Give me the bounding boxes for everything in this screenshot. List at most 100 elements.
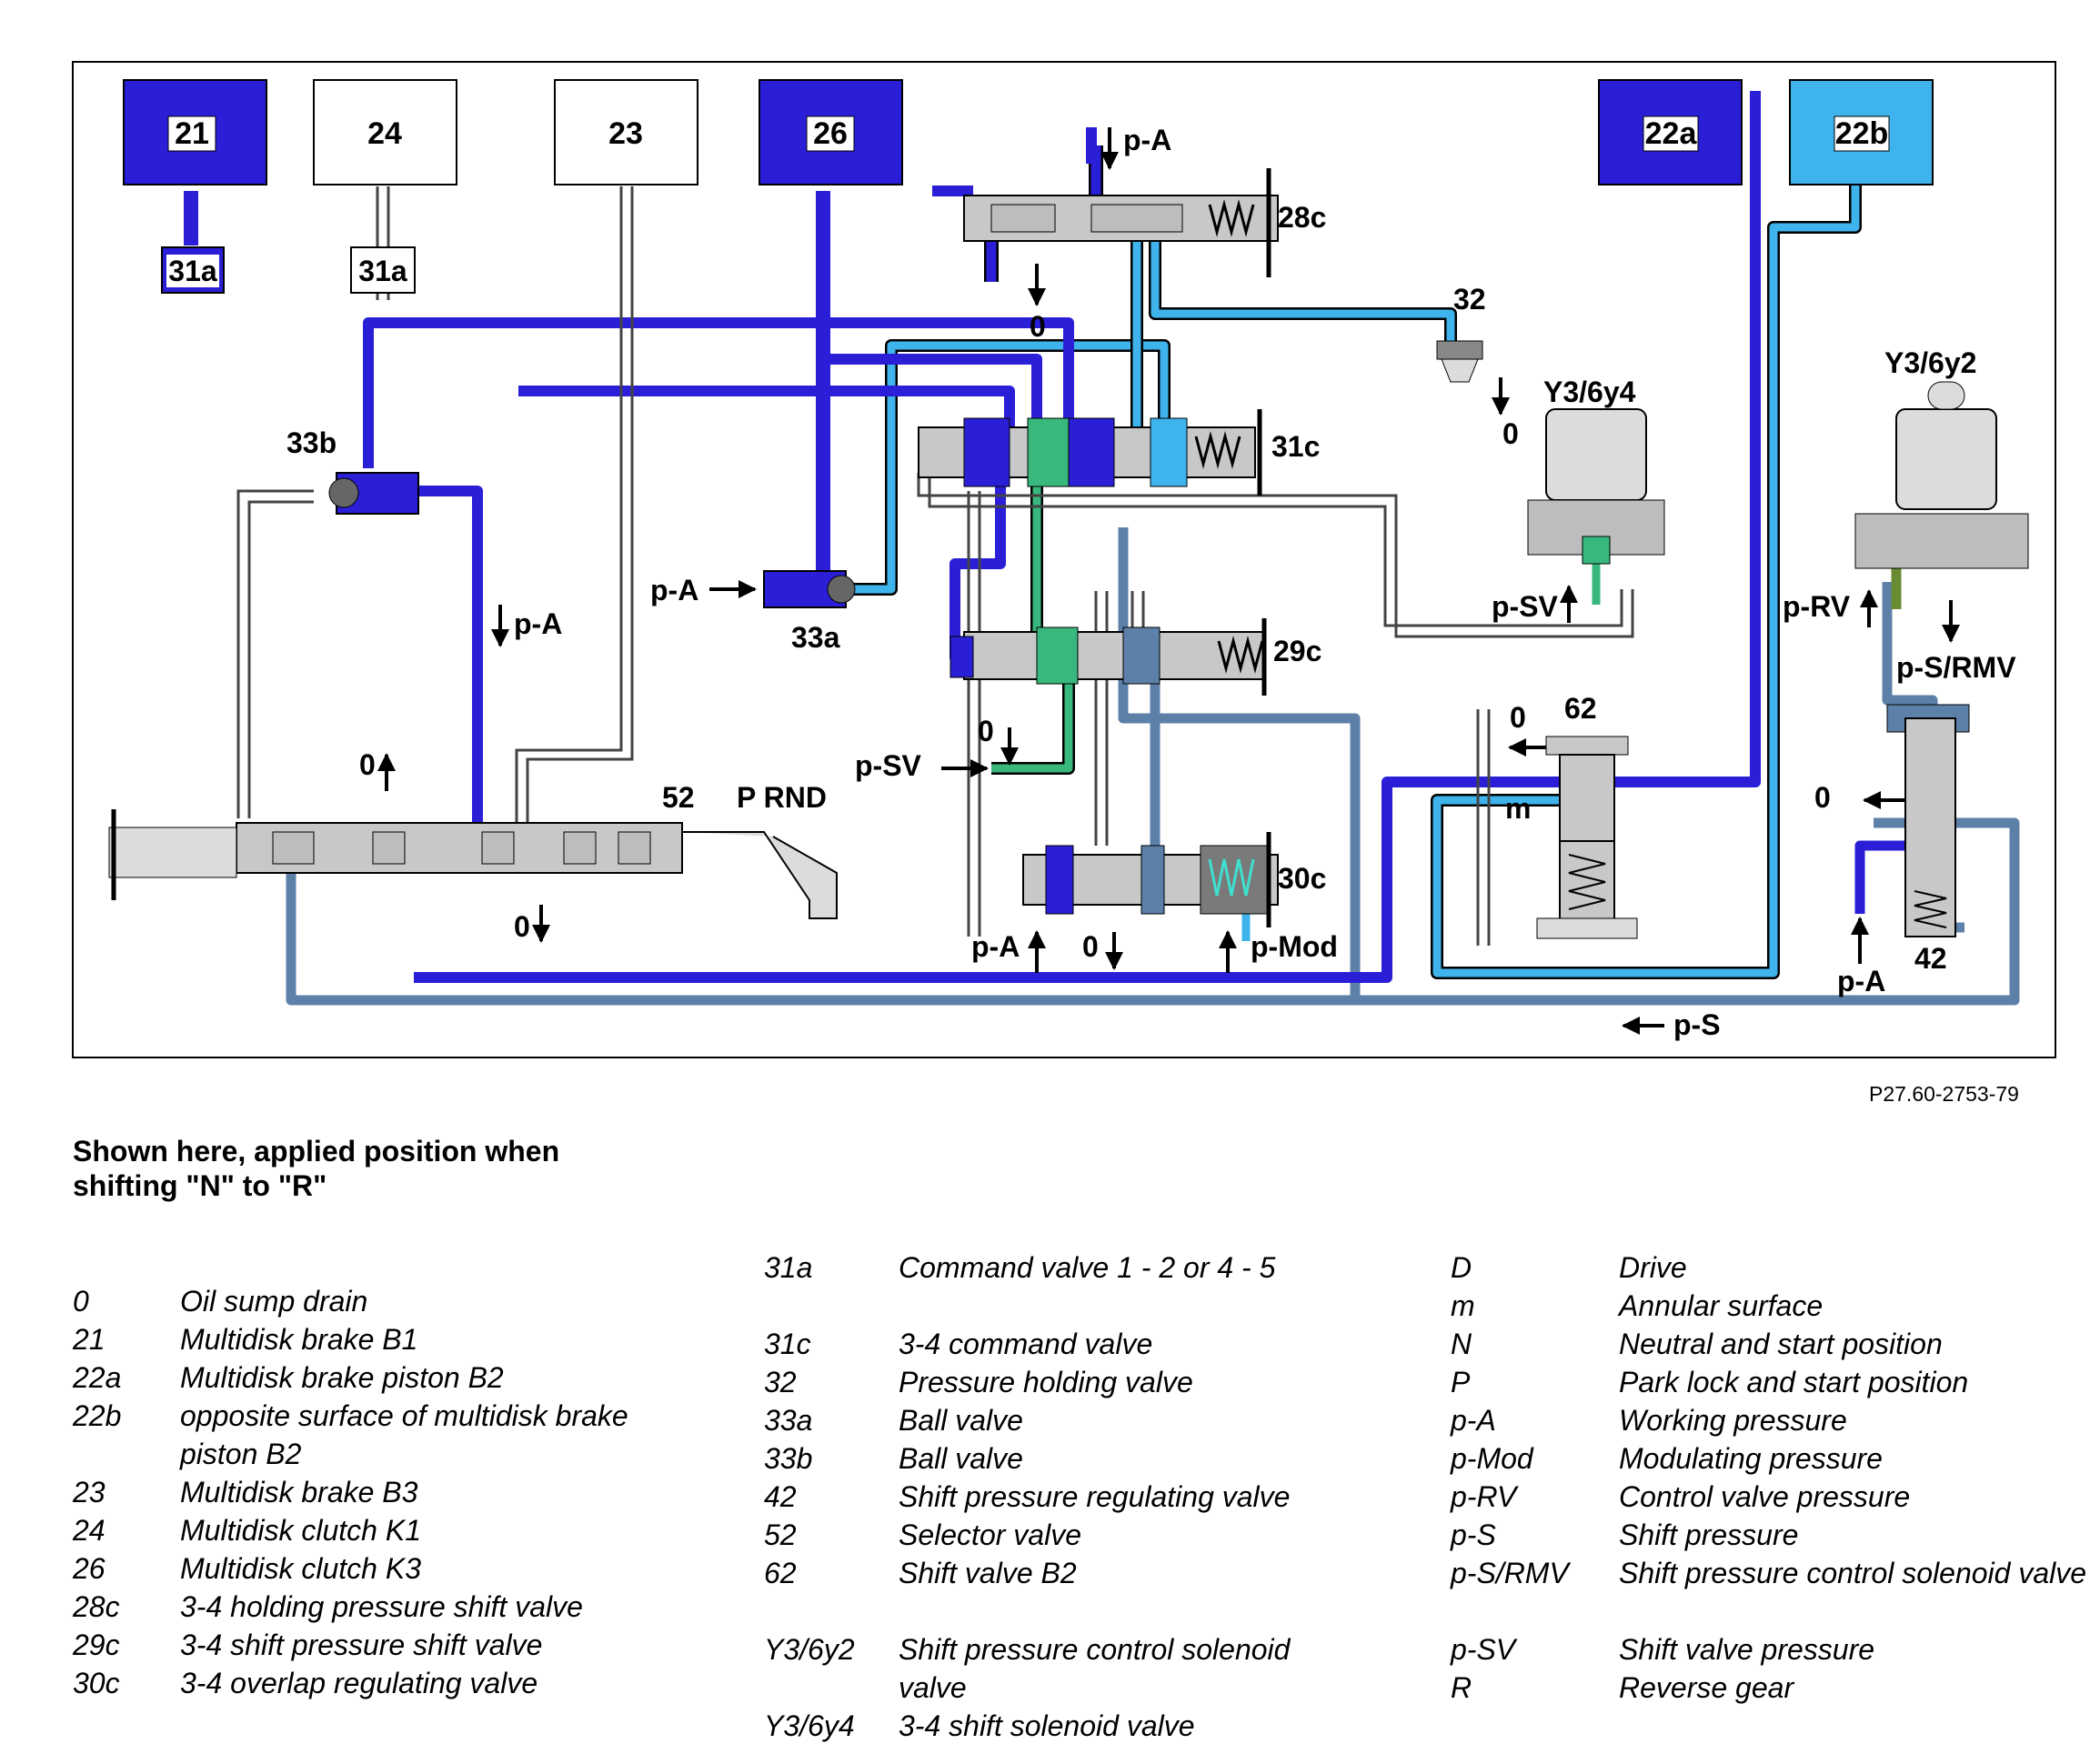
legend-value: Shift valve pressure bbox=[1619, 1633, 1875, 1666]
legend-row: 32 Pressure holding valve bbox=[764, 1363, 1346, 1401]
label-pRV: p-RV bbox=[1783, 590, 1851, 623]
legend-key: Y3/6y4 bbox=[764, 1709, 855, 1742]
legend-value: Shift pressure control solenoid valve bbox=[899, 1633, 1291, 1704]
light-blue-lines bbox=[850, 145, 1862, 979]
legend-key: 62 bbox=[764, 1557, 797, 1589]
valve-32 bbox=[1436, 340, 1483, 383]
legend-value: Multidisk brake B3 bbox=[180, 1476, 418, 1508]
legend-value: 3-4 command valve bbox=[899, 1328, 1153, 1360]
label-22a: 22a bbox=[1645, 116, 1698, 151]
solenoid-y3-6y2 bbox=[1854, 381, 2029, 569]
legend-value: Oil sump drain bbox=[180, 1285, 368, 1318]
legend-key: P bbox=[1451, 1366, 1471, 1398]
legend-value: 3-4 holding pressure shift valve bbox=[180, 1590, 583, 1623]
legend-key: m bbox=[1451, 1289, 1475, 1322]
legend-key: 33a bbox=[764, 1404, 813, 1437]
label-0-30c: 0 bbox=[1082, 930, 1099, 963]
label-pA-left: p-A bbox=[650, 574, 698, 606]
legend-key: 42 bbox=[764, 1480, 797, 1513]
legend-key: p-S/RMV bbox=[1451, 1557, 1569, 1589]
valve-52 bbox=[108, 809, 838, 919]
legend-value: Reverse gear bbox=[1619, 1671, 1794, 1704]
legend-key: 31c bbox=[764, 1328, 811, 1360]
component-23: 23 bbox=[554, 79, 698, 185]
legend-value: Multidisk clutch K3 bbox=[180, 1552, 421, 1585]
label-0-32: 0 bbox=[1502, 417, 1519, 450]
label-y3-6y2: Y3/6y2 bbox=[1884, 346, 1976, 379]
white-lines bbox=[236, 186, 1634, 946]
label-31c: 31c bbox=[1271, 430, 1320, 463]
legend-key: N bbox=[1451, 1328, 1472, 1360]
label-31a-1: 31a bbox=[168, 255, 217, 287]
legend-row: m Annular surface bbox=[1451, 1287, 2087, 1325]
valve-31c bbox=[918, 409, 1262, 496]
legend-key: 28c bbox=[73, 1590, 120, 1623]
component-22b: 22b bbox=[1789, 79, 1934, 185]
legend-key: 32 bbox=[764, 1366, 797, 1398]
legend-key: 0 bbox=[73, 1285, 89, 1318]
flow-arrows bbox=[377, 127, 1960, 1035]
component-22a: 22a bbox=[1598, 79, 1743, 185]
legend-row: 28c 3-4 holding pressure shift valve bbox=[73, 1588, 691, 1626]
legend-value: 3-4 shift pressure shift valve bbox=[180, 1629, 543, 1661]
legend-value: Shift pressure regulating valve bbox=[899, 1480, 1291, 1513]
label-33b: 33b bbox=[286, 426, 337, 459]
label-prnd: P RND bbox=[737, 781, 827, 814]
label-y3-6y4: Y3/6y4 bbox=[1543, 376, 1636, 408]
legend-value: Annular surface bbox=[1619, 1289, 1824, 1322]
figure-caption: Shown here, applied position when shifti… bbox=[73, 1135, 560, 1202]
figure-reference: P27.60-2753-79 bbox=[1869, 1082, 2019, 1106]
legend-key: 31a bbox=[764, 1251, 813, 1284]
legend-row: 24 Multidisk clutch K1 bbox=[73, 1511, 691, 1549]
label-pA-top: p-A bbox=[1123, 124, 1171, 156]
legend-value: Multidisk brake piston B2 bbox=[180, 1361, 504, 1394]
label-pSV-left: p-SV bbox=[855, 749, 922, 782]
hydraulic-circuit-diagram: 21 24 23 26 22a 22b 31a 31a bbox=[72, 61, 2056, 1058]
diagram-frame bbox=[72, 61, 2056, 1058]
legend-value: Shift pressure bbox=[1619, 1518, 1799, 1551]
legend-value: Neutral and start position bbox=[1619, 1328, 1943, 1360]
legend-value: Shift valve B2 bbox=[899, 1557, 1077, 1589]
legend-value: Working pressure bbox=[1619, 1404, 1847, 1437]
legend-value: Control valve pressure bbox=[1619, 1480, 1911, 1513]
valve-28c bbox=[963, 168, 1279, 277]
label-pA-30c: p-A bbox=[971, 930, 1020, 963]
label-pA-mid: p-A bbox=[514, 607, 562, 640]
label-28c: 28c bbox=[1278, 201, 1326, 234]
legend-key: 22a bbox=[73, 1361, 122, 1394]
label-0-52-down: 0 bbox=[514, 910, 530, 943]
label-24: 24 bbox=[367, 116, 402, 151]
legend-key: 23 bbox=[73, 1476, 106, 1508]
legend-row: 22b opposite surface of multidisk brake p… bbox=[73, 1397, 691, 1473]
legend-key: 30c bbox=[73, 1667, 120, 1699]
label-31a-2: 31a bbox=[358, 255, 407, 287]
legend-value: Park lock and start position bbox=[1619, 1366, 1969, 1398]
component-31a-blue: 31a bbox=[161, 246, 225, 294]
legend-key: p-RV bbox=[1451, 1480, 1517, 1513]
legend-key: p-SV bbox=[1451, 1633, 1516, 1666]
legend-key: 24 bbox=[73, 1514, 106, 1547]
legend-key: p-S bbox=[1451, 1518, 1496, 1551]
legend-row: p-SV Shift valve pressure bbox=[1451, 1630, 2087, 1669]
label-pS: p-S bbox=[1673, 1008, 1721, 1041]
label-33a: 33a bbox=[791, 621, 840, 654]
label-pA-42: p-A bbox=[1837, 965, 1885, 997]
component-21: 21 bbox=[123, 79, 267, 185]
legend-value: Pressure holding valve bbox=[899, 1366, 1193, 1398]
legend-value: Ball valve bbox=[899, 1442, 1023, 1475]
legend-row: 42 Shift pressure regulating valve bbox=[764, 1478, 1346, 1516]
legend-row: p-S Shift pressure bbox=[1451, 1516, 2087, 1554]
legend-value: 3-4 shift solenoid valve bbox=[899, 1709, 1195, 1742]
legend-key: 22b bbox=[73, 1399, 122, 1432]
legend-value: opposite surface of multidisk brake pist… bbox=[180, 1399, 628, 1470]
legend-value: Multidisk clutch K1 bbox=[180, 1514, 421, 1547]
